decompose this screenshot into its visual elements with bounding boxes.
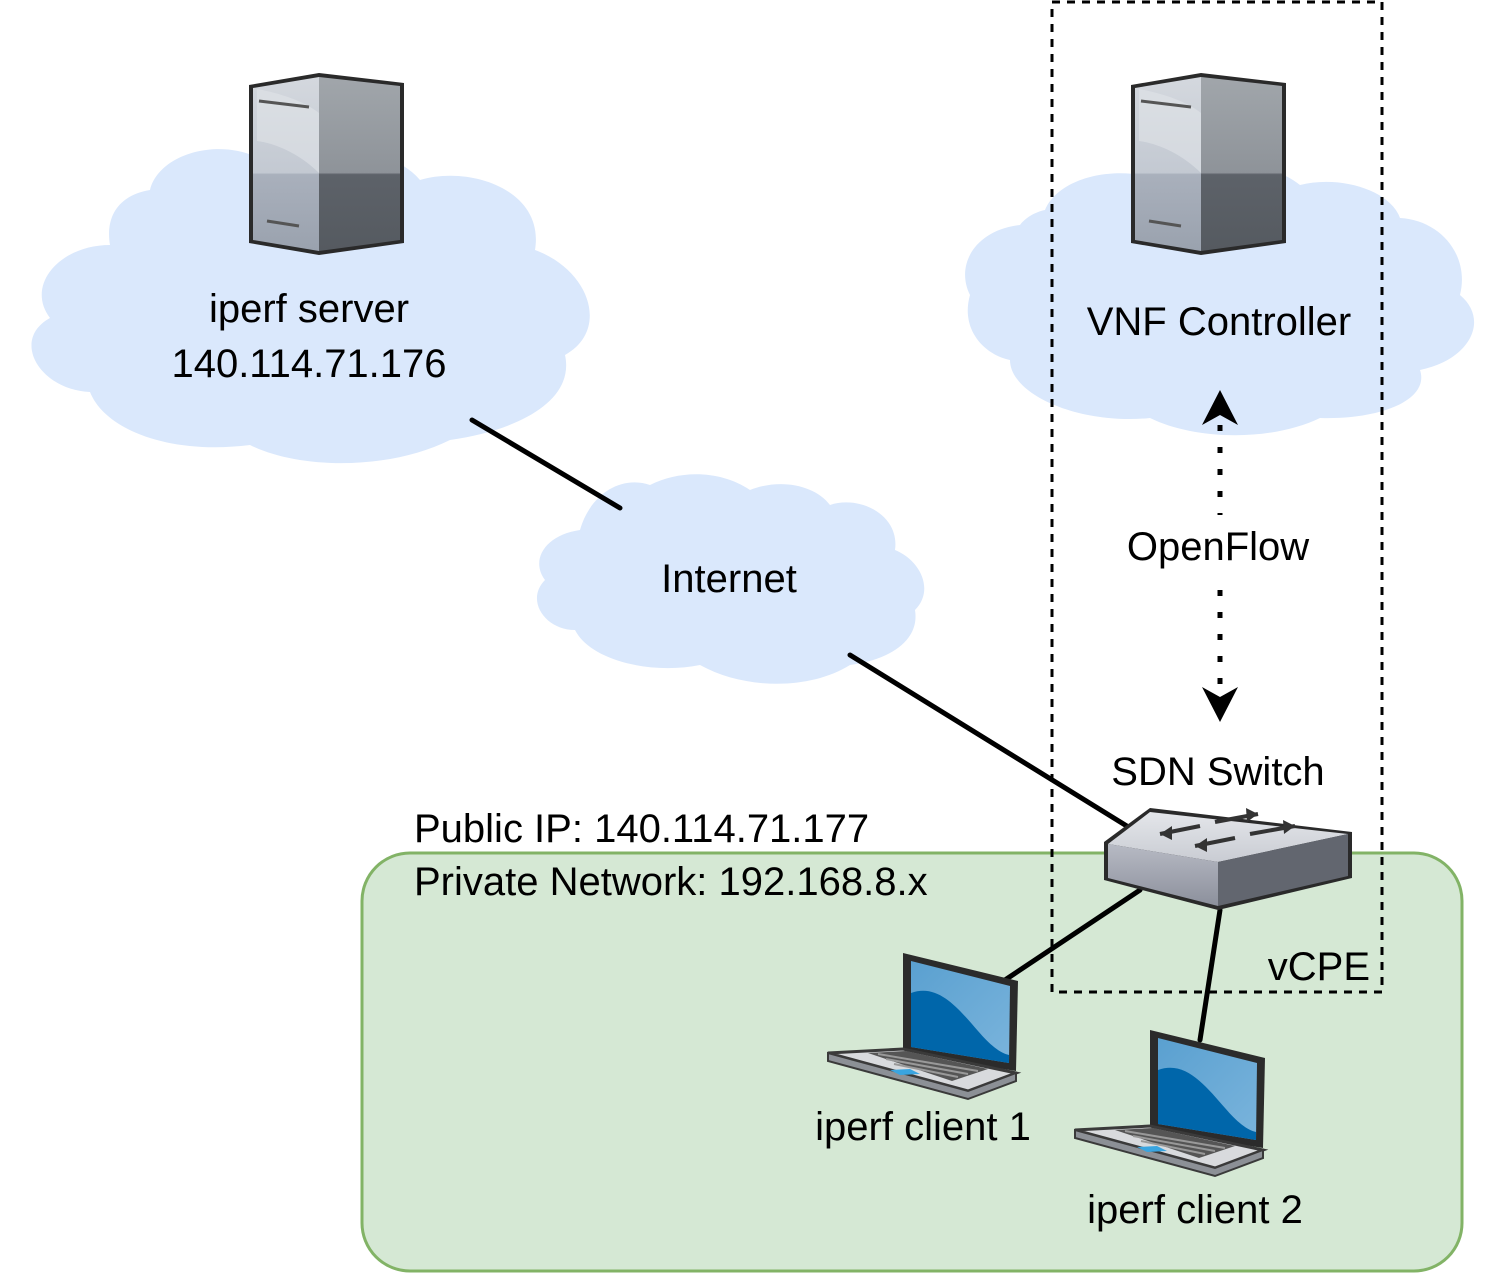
switch-icon	[1104, 808, 1352, 910]
iperf-server-label: iperf server	[209, 287, 409, 331]
private-network-label: Private Network: 192.168.8.x	[414, 860, 928, 904]
iperf-server-ip: 140.114.71.176	[171, 342, 446, 386]
link-switch-client2	[1197, 907, 1223, 1043]
public-ip-label: Public IP: 140.114.71.177	[414, 807, 869, 851]
server-cloud-icon	[31, 149, 590, 464]
openflow-link	[1202, 390, 1238, 722]
iperf-server-icon	[247, 71, 406, 257]
controller-cloud-icon	[965, 163, 1475, 436]
internet-cloud-icon	[536, 474, 925, 684]
openflow-label: OpenFlow	[1127, 525, 1309, 569]
client1-label: iperf client 1	[815, 1105, 1031, 1149]
sdn-switch-label: SDN Switch	[1111, 750, 1324, 794]
vcpe-boundary	[1050, 0, 1384, 994]
client2-label: iperf client 2	[1087, 1188, 1303, 1232]
internet-label: Internet	[661, 557, 797, 601]
vnf-controller-server-icon	[1129, 71, 1288, 257]
link-switch-client1	[1002, 887, 1143, 983]
arrow-up-icon	[1202, 390, 1238, 425]
vcpe-label: vCPE	[1268, 945, 1370, 989]
links	[469, 417, 1223, 1043]
link-server-internet	[469, 417, 623, 511]
vnf-controller-label: VNF Controller	[1087, 300, 1352, 344]
arrow-down-icon	[1202, 687, 1238, 722]
link-internet-switch	[847, 652, 1133, 831]
